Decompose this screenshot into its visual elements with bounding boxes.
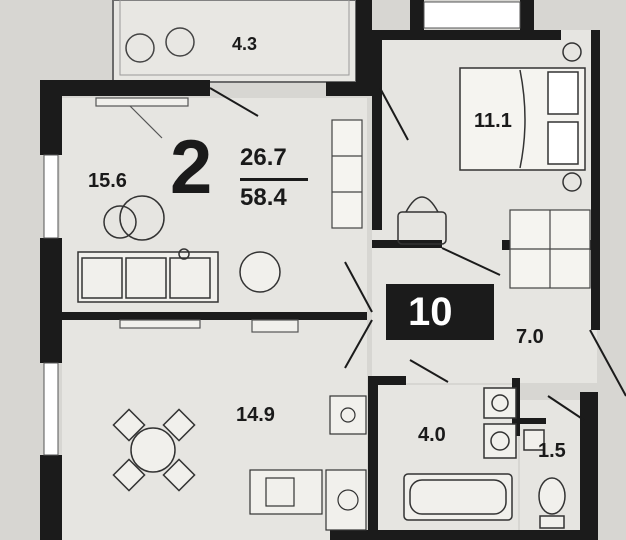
bedroom-area: 11.1 bbox=[474, 110, 512, 132]
hallway-area: 7.0 bbox=[516, 326, 544, 348]
sofa-icon bbox=[77, 251, 219, 303]
bag-icon bbox=[397, 196, 447, 245]
balcony bbox=[112, 0, 357, 83]
toilet-area: 1.5 bbox=[538, 440, 566, 462]
living-room-area: 15.6 bbox=[88, 170, 127, 192]
room-count: 2 bbox=[170, 125, 213, 210]
bed-icon bbox=[459, 42, 586, 192]
area-divider bbox=[240, 178, 308, 181]
bathtub-icon bbox=[403, 473, 513, 521]
wardrobe-icon bbox=[331, 119, 591, 289]
walls bbox=[40, 0, 600, 540]
windows bbox=[43, 1, 521, 456]
tv-unit bbox=[95, 97, 299, 333]
balcony-area: 4.3 bbox=[232, 34, 258, 54]
kitchen-area: 14.9 bbox=[236, 404, 275, 426]
total-area: 58.4 bbox=[240, 184, 287, 211]
armchair-icon bbox=[239, 251, 281, 293]
lamp-icon bbox=[103, 195, 190, 260]
plant-icon bbox=[125, 27, 195, 63]
doors bbox=[209, 87, 626, 421]
floor-number: 10 bbox=[408, 290, 453, 334]
floor-badge bbox=[386, 284, 494, 340]
sink-icon bbox=[483, 387, 545, 459]
dining-table-icon bbox=[112, 408, 196, 492]
stove-icon bbox=[249, 395, 367, 531]
toilet-icon bbox=[538, 477, 566, 529]
living-area: 26.7 bbox=[240, 144, 287, 171]
bathroom-area: 4.0 bbox=[418, 424, 446, 446]
